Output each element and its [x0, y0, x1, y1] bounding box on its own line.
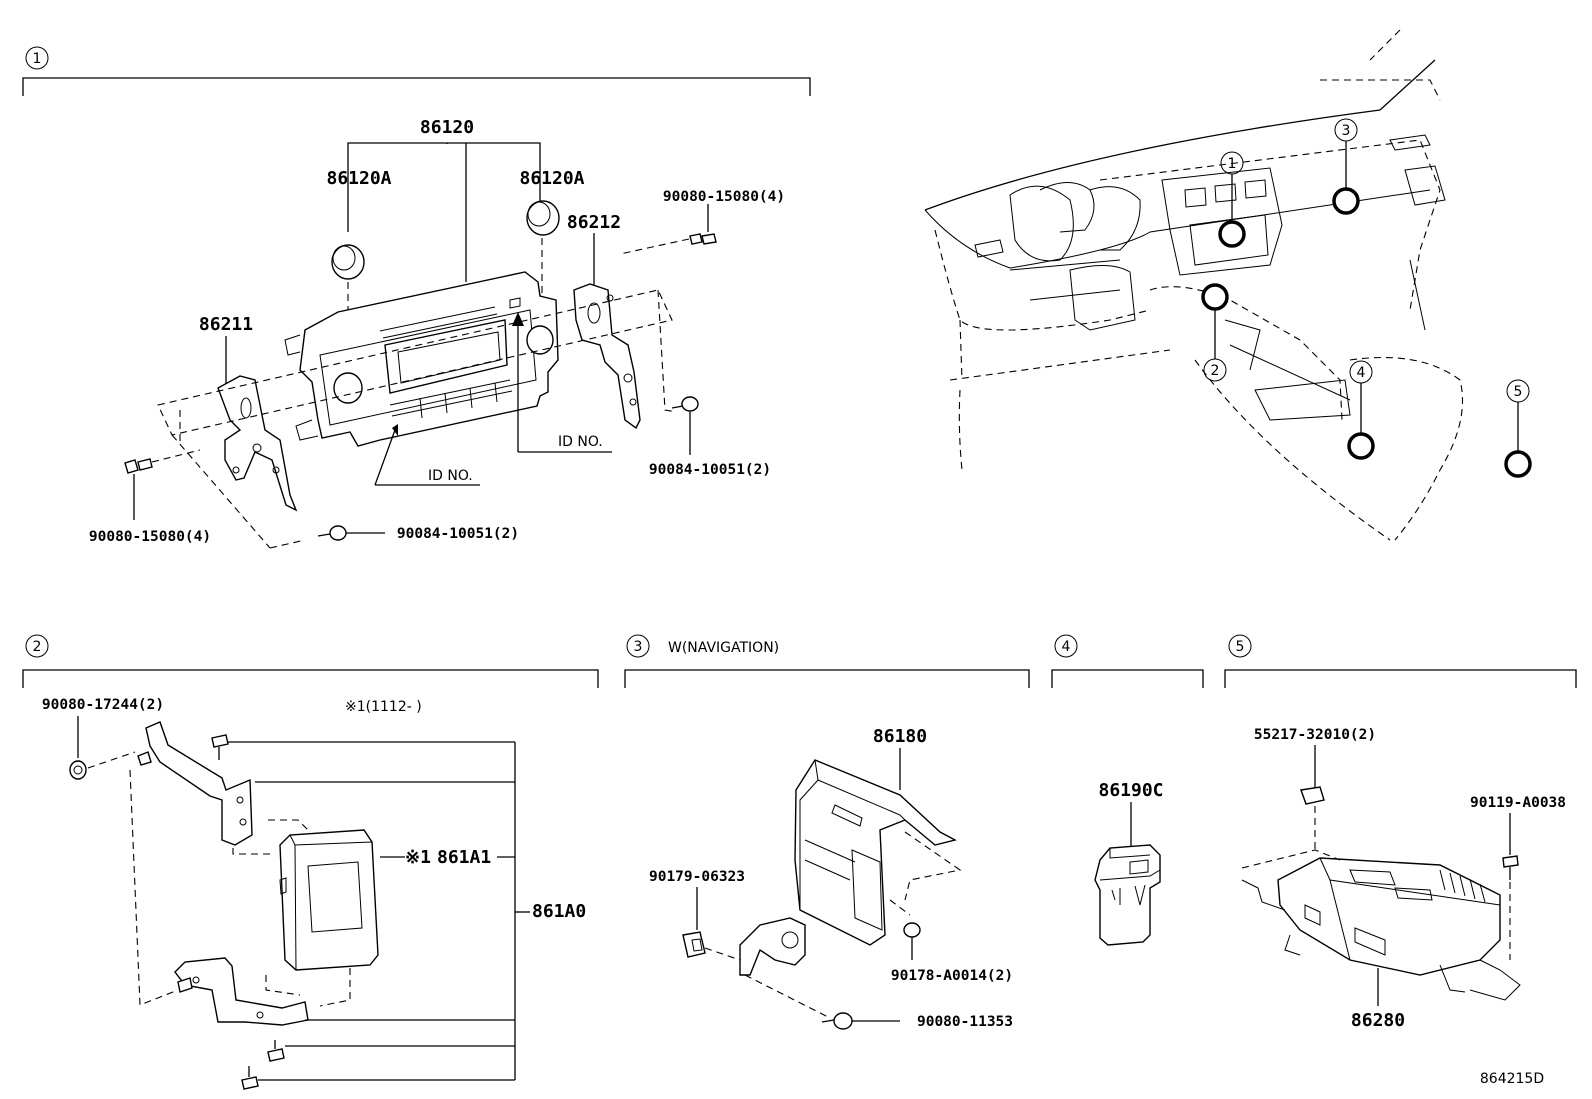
section-1-header: 1: [22, 46, 811, 96]
stud-left: [137, 751, 152, 766]
label-90080-15080-bl: 90080-15080(4): [89, 529, 211, 545]
lower-bracket: [174, 957, 309, 1026]
location-marker-5: [1504, 450, 1532, 478]
label-90080-17244: 90080-17244(2): [42, 697, 164, 713]
label-90084-10051-r: 90084-10051(2): [649, 462, 771, 478]
note-mark-861A1: ※1: [405, 847, 431, 868]
screw-90084-10051-b: [317, 525, 347, 541]
location-marker-3: [1332, 187, 1360, 215]
bolt-90119-A0038: [1502, 855, 1519, 880]
label-86212: 86212: [567, 212, 621, 233]
location-marker-2: [1201, 283, 1229, 311]
label-86190C: 86190C: [1098, 780, 1163, 801]
section-3-header: 3 W(NAVIGATION): [624, 634, 1030, 688]
nut-90080-17244: [69, 760, 87, 780]
label-86120: 86120: [420, 117, 474, 138]
location-number-5: 5: [1514, 384, 1523, 400]
section-3-number: 3: [634, 639, 643, 655]
label-861A1: 861A1: [437, 847, 491, 868]
nav-bracket: [739, 917, 806, 976]
section-4-header: 4: [1051, 634, 1204, 688]
bolt-90080-11353: [821, 1012, 853, 1030]
section-2-header: 2: [22, 634, 599, 688]
screw-90084-10051-r: [671, 396, 699, 412]
label-86280: 86280: [1351, 1010, 1405, 1031]
location-number-3: 3: [1342, 123, 1351, 139]
note-1112: ※1(1112- ): [345, 699, 422, 715]
location-marker-1: [1218, 220, 1246, 248]
label-id-no-1: ID NO.: [428, 468, 473, 484]
label-90084-10051-b: 90084-10051(2): [397, 526, 519, 542]
section-1-number: 1: [33, 51, 42, 67]
section-2-assembly: 90080-17244(2) ※1(1112- ): [42, 697, 586, 1090]
knob-left: [331, 244, 365, 280]
label-90179-06323: 90179-06323: [649, 869, 745, 885]
dashboard-location-view: 1 2 3 4 5: [924, 29, 1532, 541]
amplifier-86280: [1241, 857, 1521, 1001]
section-5-number: 5: [1236, 639, 1245, 655]
label-86211: 86211: [199, 314, 253, 335]
section-5-assembly: 55217-32010(2) 90119-A0038 86280: [1241, 727, 1566, 1031]
knob-right: [526, 200, 560, 236]
label-90119-A0038: 90119-A0038: [1470, 795, 1566, 811]
nut-90178-A0014: [903, 922, 921, 938]
bolt-lower-1: [267, 1040, 285, 1062]
label-86120A-right: 86120A: [519, 168, 584, 189]
bolt-90080-15080-tr: [689, 233, 717, 245]
bracket-86212: [573, 283, 641, 430]
clip-90179-06323: [682, 931, 706, 958]
section-1-assembly: 86120 86120A 86120A: [89, 117, 785, 549]
label-86180: 86180: [873, 726, 927, 747]
head-unit-86120: [284, 271, 559, 447]
bolt-90080-15080-bl: [124, 458, 153, 474]
location-number-4: 4: [1357, 365, 1366, 381]
stud-lower: [177, 977, 193, 993]
diagram-id: 864215D: [1480, 1071, 1544, 1087]
bolt-lower-2: [241, 1066, 259, 1090]
clip-55217-32010: [1300, 786, 1325, 805]
part-86190C: [1094, 844, 1161, 946]
label-86120A-left: 86120A: [326, 168, 391, 189]
location-number-1: 1: [1228, 156, 1237, 172]
ecu-861A1: [279, 829, 379, 971]
nav-ecu-86180: [794, 759, 957, 946]
label-id-no-2: ID NO.: [558, 434, 603, 450]
bracket-86211: [217, 375, 298, 512]
upper-bracket: [145, 721, 253, 846]
section-2-number: 2: [33, 639, 42, 655]
location-marker-4: [1347, 432, 1375, 460]
bolt-top: [211, 734, 229, 760]
location-number-2: 2: [1211, 363, 1220, 379]
section-3-assembly: 86180 90179-06323 90178-A0014(2): [649, 726, 1013, 1030]
section-4-assembly: 86190C: [1094, 780, 1164, 946]
label-55217-32010: 55217-32010(2): [1254, 727, 1376, 743]
label-861A0: 861A0: [532, 901, 586, 922]
section-5-header: 5: [1224, 634, 1577, 688]
label-90080-11353: 90080-11353: [917, 1014, 1013, 1030]
label-90080-15080-tr: 90080-15080(4): [663, 189, 785, 205]
label-90178-A0014: 90178-A0014(2): [891, 968, 1013, 984]
section-3-caption: W(NAVIGATION): [668, 640, 779, 656]
section-4-number: 4: [1062, 639, 1071, 655]
